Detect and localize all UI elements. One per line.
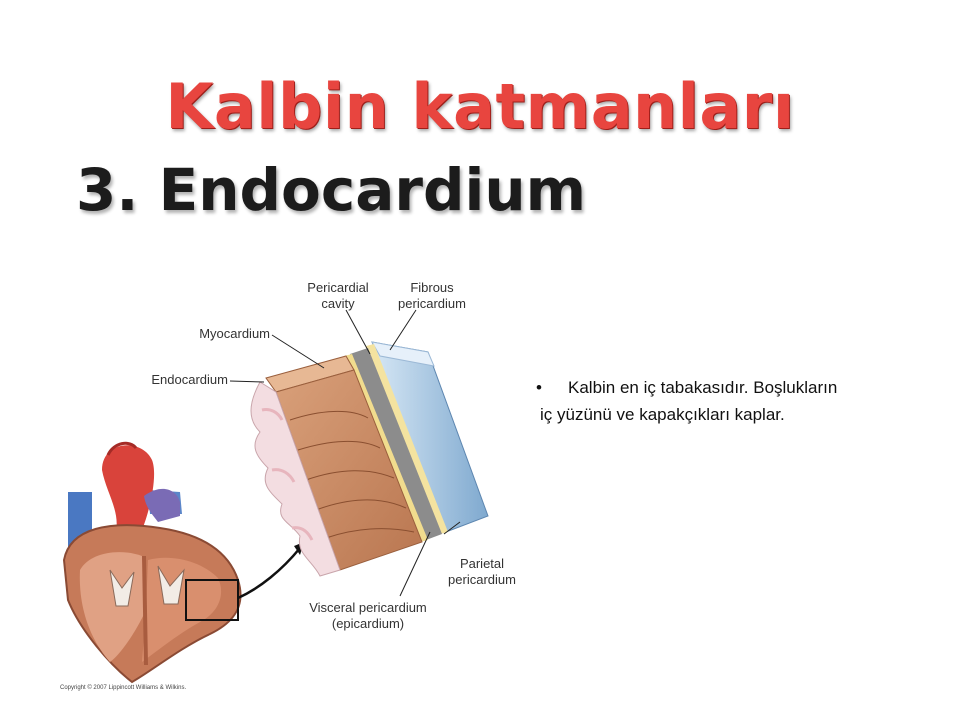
leader-lines [229,309,461,597]
bullet-list: • Kalbin en iç tabakasıdır. Boşlukların … [528,374,948,428]
heart-layers-diagram: Pericardial cavity Fibrous pericardium M… [60,280,516,691]
label-visceral-2: (epicardium) [332,616,404,631]
heart-illustration [62,441,242,684]
bullet-marker: • [536,378,542,397]
label-parietal-1: Parietal [460,556,504,571]
label-pericardial-cavity-2: cavity [321,296,355,311]
wall-section [250,341,489,577]
bullet-item: • Kalbin en iç tabakasıdır. Boşlukların [528,374,948,401]
bullet-text-line1: Kalbin en iç tabakasıdır. Boşlukların [568,378,838,397]
label-fibrous-2: pericardium [398,296,466,311]
label-endocardium: Endocardium [151,372,228,387]
bullet-text-line2: iç yüzünü ve kapakçıkları kaplar. [540,405,785,424]
label-myocardium: Myocardium [199,326,270,341]
slide-title: Kalbin katmanları [165,70,795,143]
label-pericardial-cavity-1: Pericardial [307,280,369,295]
label-visceral-1: Visceral pericardium [309,600,427,615]
figure-copyright: Copyright © 2007 Lippincott Williams & W… [60,684,186,691]
zoom-arrow [237,547,301,600]
slide-subtitle: 3. Endocardium [76,156,587,224]
label-parietal-2: pericardium [448,572,516,587]
label-fibrous-1: Fibrous [410,280,454,295]
